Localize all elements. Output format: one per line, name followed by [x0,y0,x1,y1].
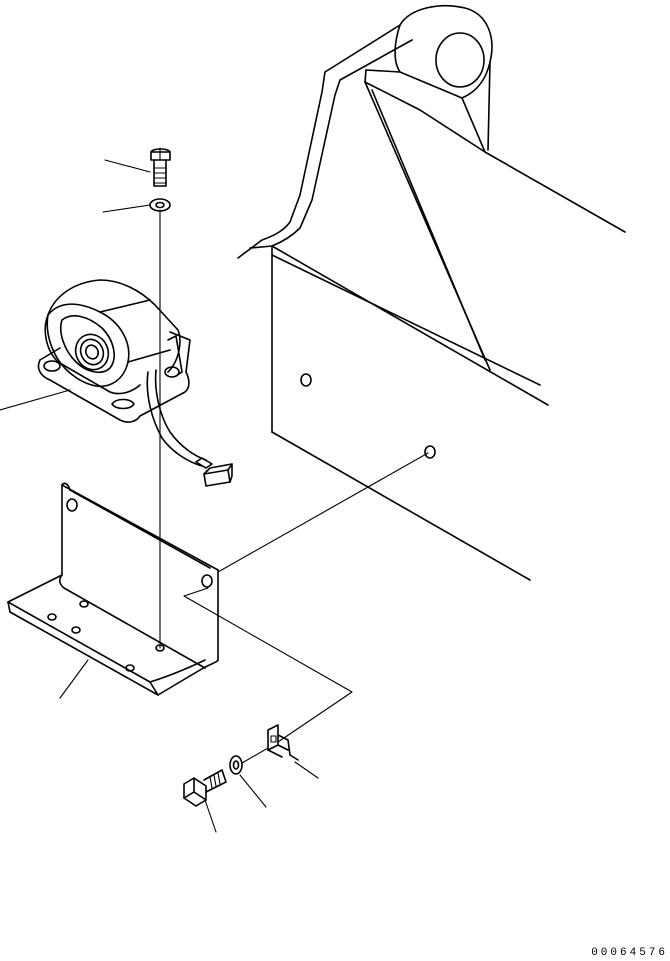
leader-bolt-top [104,159,151,173]
leader-lines [0,159,319,833]
leader-bracket [59,659,89,699]
assembly-line-diagonal [217,452,429,573]
washer-top [149,198,171,212]
alarm-horn [37,279,233,487]
machine-frame [237,4,626,581]
assembly-line-clip [183,587,353,743]
leader-clip [294,761,319,779]
leader-bolt-bottom [204,799,217,833]
bolt-top [150,147,171,187]
drawing-code: 00064576 [591,947,668,959]
washer-bottom [229,755,243,775]
mounting-bracket [7,482,219,696]
leader-washer-bottom [239,774,267,808]
leader-alarm-horn [0,389,71,411]
bolt-bottom [183,769,227,807]
clip [267,724,299,761]
leader-washer-top [102,204,151,213]
